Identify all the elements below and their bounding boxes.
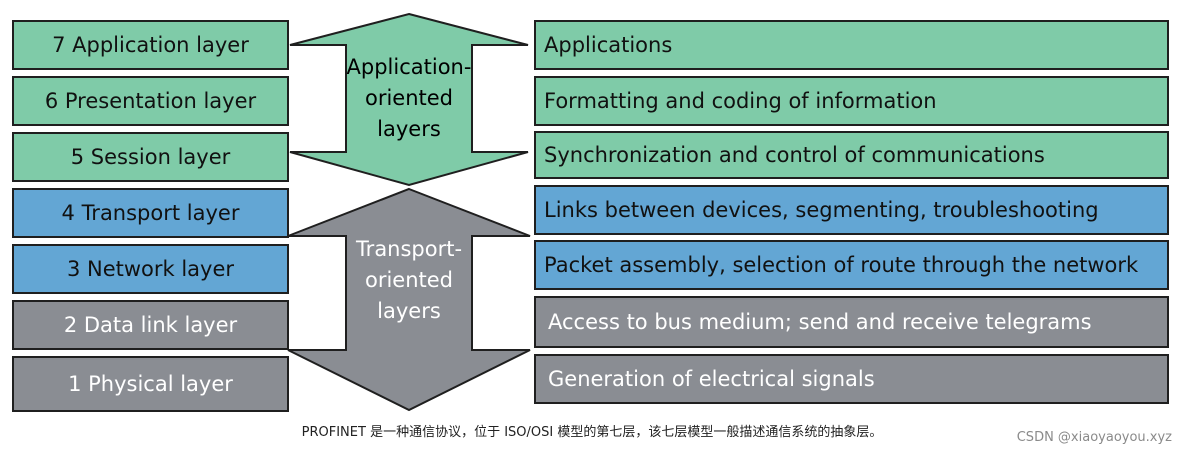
layer-2-label: 2 Data link layer (63, 313, 238, 337)
layer-7-description-box: Applications (534, 20, 1169, 70)
layer-6-description-box: Formatting and coding of information (534, 76, 1169, 126)
figure-caption: PROFINET 是一种通信协议，位于 ISO/OSI 模型的第七层，该七层模型… (301, 425, 883, 440)
layer-3-description-box: Packet assembly, selection of route thro… (534, 240, 1169, 290)
layer-1-description-box: Generation of electrical signals (534, 354, 1169, 404)
layer-1-label: 1 Physical layer (68, 372, 233, 396)
application-oriented-arrow (289, 12, 529, 187)
application-oriented-label: Application- oriented layers (330, 52, 488, 145)
transport-label-line-3: layers (377, 299, 441, 323)
layer-1-box: 1 Physical layer (12, 356, 289, 412)
layer-3-description: Packet assembly, selection of route thro… (544, 253, 1139, 277)
layer-6-label: 6 Presentation layer (44, 89, 257, 113)
layer-2-box: 2 Data link layer (12, 300, 289, 350)
layer-7-label: 7 Application layer (52, 33, 249, 57)
layer-6-description: Formatting and coding of information (544, 89, 937, 113)
layer-7-box: 7 Application layer (12, 20, 289, 70)
transport-label-line-1: Transport- (355, 237, 463, 261)
csdn-watermark: CSDN @xiaoyaoyou.xyz (1016, 430, 1172, 445)
layer-2-description-box: Access to bus medium; send and receive t… (534, 296, 1169, 348)
transport-oriented-label: Transport- oriented layers (330, 234, 488, 327)
layer-4-box: 4 Transport layer (12, 188, 289, 238)
layer-6-box: 6 Presentation layer (12, 76, 289, 126)
layer-5-box: 5 Session layer (12, 132, 289, 182)
application-label-line-3: layers (377, 117, 441, 141)
layer-7-description: Applications (544, 33, 673, 57)
layer-1-description: Generation of electrical signals (548, 367, 875, 391)
layer-5-label: 5 Session layer (70, 145, 231, 169)
transport-oriented-arrow (287, 187, 531, 412)
layer-5-description-box: Synchronization and control of communica… (534, 131, 1169, 179)
layer-2-description: Access to bus medium; send and receive t… (548, 310, 1092, 334)
layer-5-description: Synchronization and control of communica… (544, 143, 1045, 167)
layer-3-box: 3 Network layer (12, 244, 289, 294)
layer-4-description-box: Links between devices, segmenting, troub… (534, 185, 1169, 235)
layer-3-label: 3 Network layer (66, 257, 235, 281)
layer-4-label: 4 Transport layer (61, 201, 240, 225)
layer-4-description: Links between devices, segmenting, troub… (544, 198, 1099, 222)
application-label-line-1: Application- (346, 55, 472, 79)
transport-label-line-2: oriented (364, 268, 454, 292)
application-label-line-2: oriented (364, 86, 454, 110)
